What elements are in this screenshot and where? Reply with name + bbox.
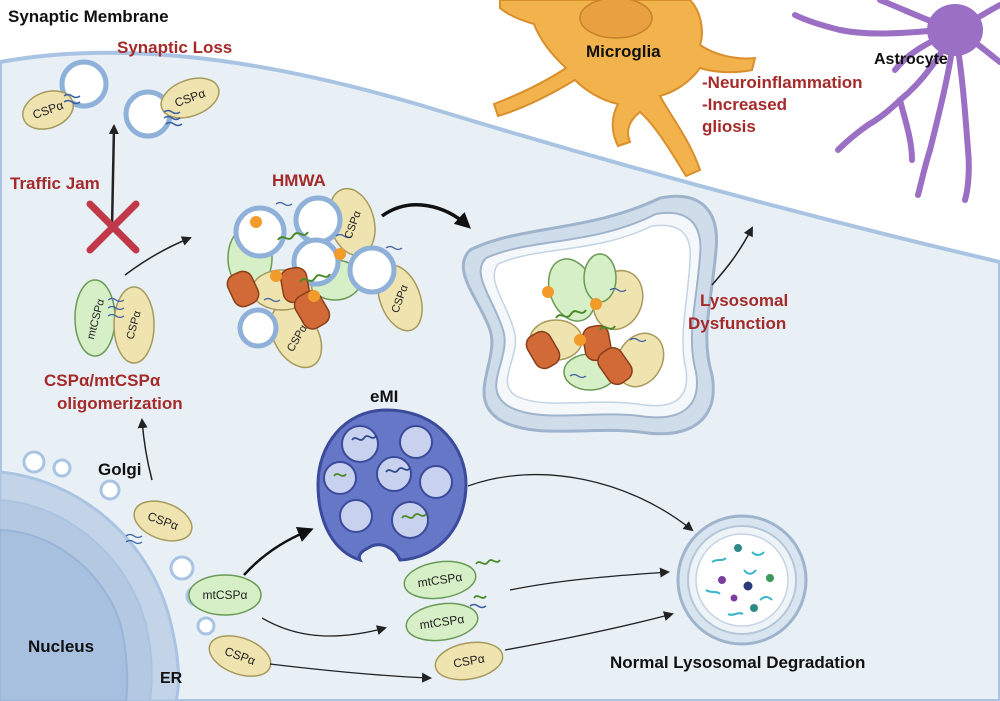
er-mtcspa-label: mtCSPα	[203, 588, 248, 602]
nucleus-label: Nucleus	[28, 637, 94, 656]
traffic-jam-x-icon	[86, 200, 140, 254]
oligomerization-label-line1: CSPα/mtCSPα	[44, 371, 161, 390]
emi-label: eMI	[370, 387, 398, 406]
arrow-golgi-to-oligomer	[137, 418, 153, 481]
traffic-jam-label: Traffic Jam	[10, 174, 100, 193]
arrow-cspa-to-normal-lysosome	[504, 611, 674, 651]
oligomer-pair	[74, 279, 155, 364]
bottom-cspa-label: CSPα	[452, 651, 486, 670]
nucleus-er-golgi	[0, 450, 216, 701]
neuroinflammation-label: -Neuroinflammation	[702, 73, 863, 92]
astrocyte-soma	[927, 4, 983, 56]
lysosomal-label: Lysosomal	[700, 291, 788, 310]
middle-mtcspa-label-2: mtCSPα	[419, 612, 466, 632]
astrocyte-label: Astrocyte	[874, 51, 948, 68]
arrow-er-to-mtcspa-pair	[261, 617, 387, 637]
microglia-label: Microglia	[586, 42, 661, 61]
synaptic-vesicle-group	[22, 59, 220, 139]
arrow-lysosome-to-glia	[711, 226, 753, 286]
arrow-to-synaptic-loss	[108, 124, 119, 229]
middle-mtcspa-label-1: mtCSPα	[417, 570, 464, 590]
dysfunctional-lysosome	[461, 194, 718, 436]
arrow-mtcspa-to-normal-lysosome	[509, 567, 670, 591]
bottom-cspa	[434, 641, 504, 681]
hmwa-aggregate	[226, 187, 423, 369]
synaptic-loss-label: Synaptic Loss	[117, 38, 232, 57]
arrow-emi-to-normal-lysosome	[467, 473, 694, 532]
microglia-cell	[492, 0, 757, 178]
synaptic-membrane-title: Synaptic Membrane	[8, 7, 169, 26]
gliosis-label: gliosis	[702, 117, 756, 136]
oligomerization-label-line2: oligomerization	[57, 394, 183, 413]
er-label: ER	[160, 670, 183, 687]
hmwa-label: HMWA	[272, 171, 326, 190]
middle-mtcspa-2	[405, 602, 479, 642]
normal-lysosomal-degradation-label: Normal Lysosomal Degradation	[610, 653, 865, 672]
middle-mtcspa-1	[403, 560, 477, 600]
dysfunction-label: Dysfunction	[688, 314, 786, 333]
golgi-cspa	[133, 500, 193, 542]
er-mtcspa	[188, 574, 262, 616]
er-cspa	[208, 635, 272, 677]
arrow-hmwa-to-lysosome	[380, 203, 471, 229]
golgi-label: Golgi	[98, 460, 141, 479]
arrow-er-to-emi	[243, 527, 314, 576]
normal-lysosome	[676, 514, 808, 646]
emi-body	[316, 408, 468, 563]
arrow-er-to-cspa	[269, 663, 432, 683]
arrow-to-hmwa	[124, 236, 192, 276]
increased-label: -Increased	[702, 95, 787, 114]
